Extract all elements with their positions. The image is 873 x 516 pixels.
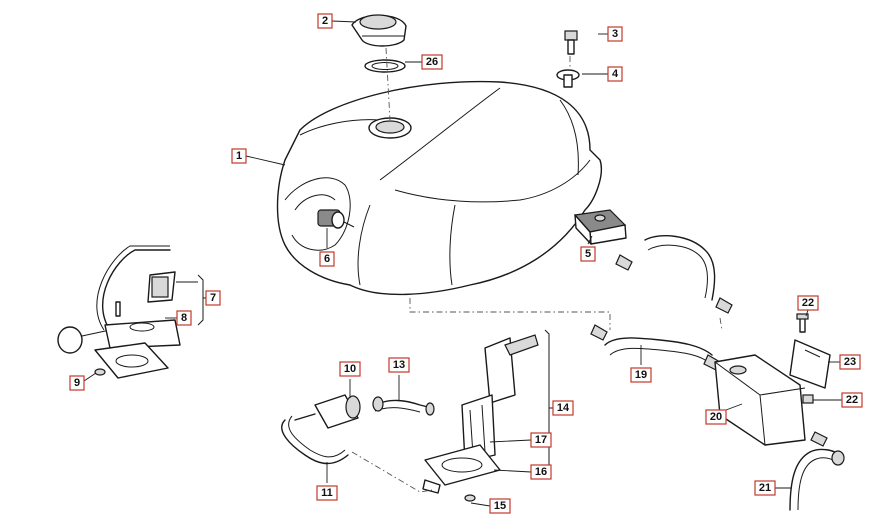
svg-text:14: 14 [557, 402, 570, 414]
svg-text:23: 23 [844, 356, 856, 368]
fuel-pump-module [461, 334, 539, 463]
svg-text:5: 5 [585, 248, 591, 260]
group-bracket-7 [197, 274, 206, 326]
bracket-bolt-lower [802, 394, 814, 404]
callout-16: 16 [530, 464, 552, 480]
svg-text:9: 9 [74, 377, 80, 389]
fuel-filter [294, 394, 361, 429]
canister-drain-hose [789, 431, 845, 511]
callout-20: 20 [705, 409, 727, 425]
callout-17: 17 [530, 432, 552, 448]
svg-text:8: 8 [181, 312, 187, 324]
fuel-pump-hose [372, 396, 435, 416]
callout-19: 19 [630, 367, 652, 383]
callout-5: 5 [580, 246, 596, 262]
callout-22-upper: 22 [797, 295, 819, 311]
callout-15: 15 [489, 498, 511, 514]
mounting-grommet [556, 69, 580, 88]
svg-text:26: 26 [426, 56, 438, 68]
tank-to-vent-line [409, 298, 611, 330]
svg-text:21: 21 [759, 482, 771, 494]
svg-text:2: 2 [322, 15, 328, 27]
svg-text:20: 20 [710, 411, 722, 423]
callout-23: 23 [839, 354, 861, 370]
fuel-hose-lower [281, 415, 349, 465]
filler-cap [351, 14, 407, 47]
svg-text:7: 7 [210, 292, 216, 304]
svg-text:22: 22 [846, 394, 858, 406]
svg-text:4: 4 [612, 68, 619, 80]
fuel-level-sender [57, 245, 181, 354]
filter-to-pump-line [351, 451, 433, 493]
svg-text:16: 16 [535, 466, 547, 478]
svg-text:19: 19 [635, 369, 647, 381]
filler-seal [364, 59, 406, 73]
svg-text:6: 6 [324, 253, 330, 265]
mounting-bolt [564, 30, 578, 55]
svg-text:11: 11 [321, 487, 333, 499]
callout-22-lower: 22 [841, 392, 863, 408]
canister-hose-line [719, 317, 723, 331]
callout-11: 11 [316, 485, 338, 501]
callout-21: 21 [754, 480, 776, 496]
svg-text:15: 15 [494, 500, 506, 512]
callout-7: 7 [205, 290, 221, 306]
svg-text:3: 3 [612, 28, 618, 40]
callout-10: 10 [339, 361, 361, 377]
callout-26: 26 [421, 54, 443, 70]
group-bracket-14 [544, 329, 553, 480]
rear-rubber-mount [573, 209, 627, 245]
svg-text:13: 13 [393, 359, 405, 371]
callout-8: 8 [176, 310, 192, 326]
vent-hose-lower [590, 324, 721, 371]
svg-text:17: 17 [535, 434, 547, 446]
callout-14: 14 [552, 400, 574, 416]
callout-2: 2 [317, 13, 333, 29]
flange-screw [464, 494, 476, 502]
callout-9: 9 [69, 375, 85, 391]
svg-text:1: 1 [236, 150, 242, 162]
callout-6: 6 [319, 251, 335, 267]
sender-gasket [94, 342, 169, 379]
bracket-bolt-upper [796, 313, 809, 333]
callout-1: 1 [231, 148, 247, 164]
callout-13: 13 [388, 357, 410, 373]
svg-text:22: 22 [802, 297, 814, 309]
cap-axis [385, 47, 391, 121]
sender-screw [94, 301, 121, 376]
vent-hose-upper [615, 235, 733, 314]
callout-3: 3 [607, 26, 623, 42]
fuel-tank [276, 80, 602, 296]
canister-bracket [789, 339, 831, 389]
callout-4: 4 [607, 66, 623, 82]
leader-lines [83, 20, 842, 507]
svg-text:10: 10 [344, 363, 356, 375]
